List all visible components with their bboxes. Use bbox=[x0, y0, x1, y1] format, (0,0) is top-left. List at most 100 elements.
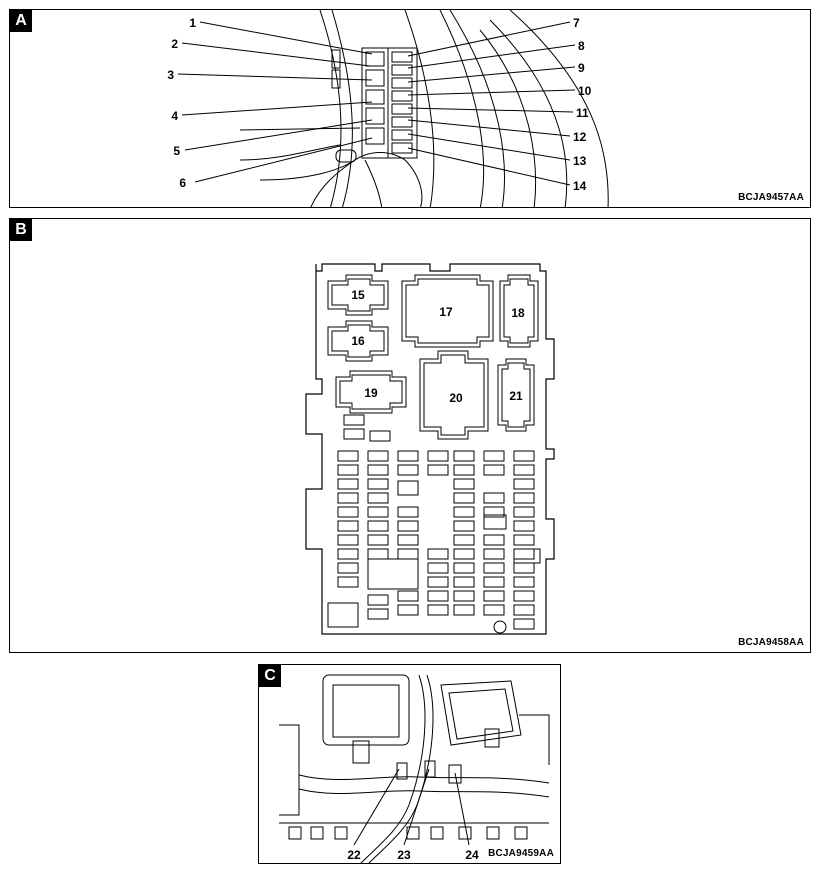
relay-21: 21 bbox=[509, 389, 523, 403]
callout-3: 3 bbox=[167, 68, 174, 82]
fuse-slot bbox=[367, 464, 389, 476]
fuse-slot bbox=[513, 520, 535, 532]
fuse-location-illustration-a: 1 2 3 4 5 6 7 8 9 10 11 12 13 14 bbox=[167, 10, 609, 207]
fuse-slot bbox=[483, 590, 505, 602]
fuse-slot bbox=[453, 548, 475, 560]
fuse-slot bbox=[337, 576, 359, 588]
fuse-slot bbox=[427, 576, 449, 588]
relay-15: 15 bbox=[351, 288, 365, 302]
relay-18: 18 bbox=[511, 306, 525, 320]
fuse-slot bbox=[397, 450, 419, 462]
relay-17: 17 bbox=[439, 305, 453, 319]
panel-c: C bbox=[258, 664, 561, 864]
fuse-slot bbox=[337, 478, 359, 490]
callout-14: 14 bbox=[573, 179, 587, 193]
fuse-slot bbox=[397, 604, 419, 616]
fuse-slot bbox=[513, 604, 535, 616]
fuse-slot bbox=[513, 576, 535, 588]
fuse-slot bbox=[397, 590, 419, 602]
relay-16: 16 bbox=[351, 334, 365, 348]
fuse-slot bbox=[367, 478, 389, 490]
callout-4: 4 bbox=[171, 109, 178, 123]
fuse-slot bbox=[513, 464, 535, 476]
panel-a: A bbox=[9, 9, 811, 208]
fuse-slot bbox=[337, 492, 359, 504]
callout-6: 6 bbox=[179, 176, 186, 190]
panel-a-letter: A bbox=[10, 10, 32, 32]
fuse-slot bbox=[453, 478, 475, 490]
fuse-slot bbox=[327, 602, 359, 628]
callout-7: 7 bbox=[573, 16, 580, 30]
fuse-slot bbox=[513, 548, 541, 564]
fuse-slot bbox=[453, 450, 475, 462]
callout-8: 8 bbox=[578, 39, 585, 53]
fuse-slot bbox=[427, 590, 449, 602]
fuse-slot bbox=[343, 428, 365, 440]
fuse-slot bbox=[453, 520, 475, 532]
fuse-slot bbox=[483, 604, 505, 616]
fuse-box-diagram-b: 15 16 17 18 19 20 21 bbox=[305, 263, 555, 635]
callout-23: 23 bbox=[397, 848, 411, 862]
fuse-slot bbox=[483, 464, 505, 476]
figure-code-c: BCJA9459AA bbox=[488, 848, 554, 859]
callout-2: 2 bbox=[171, 37, 178, 51]
fuse-slot bbox=[337, 548, 359, 560]
fuse-slot bbox=[483, 514, 507, 530]
fuse-slot bbox=[453, 464, 475, 476]
callout-11: 11 bbox=[576, 106, 589, 120]
fuse-slot bbox=[367, 608, 389, 620]
callout-5: 5 bbox=[173, 144, 180, 158]
fuse-slot bbox=[367, 520, 389, 532]
fuse-slot bbox=[367, 450, 389, 462]
fuse-slot bbox=[397, 506, 419, 518]
fuse-slot bbox=[453, 562, 475, 574]
fuse-slot bbox=[453, 492, 475, 504]
callout-13: 13 bbox=[573, 154, 587, 168]
panel-b-letter: B bbox=[10, 219, 32, 241]
callout-22: 22 bbox=[347, 848, 361, 862]
fuse-slot bbox=[483, 576, 505, 588]
fuse-slot bbox=[367, 492, 389, 504]
figure-code-b: BCJA9458AA bbox=[738, 637, 804, 648]
fuse-slot bbox=[513, 618, 535, 630]
fuse-slot bbox=[513, 450, 535, 462]
callout-24: 24 bbox=[465, 848, 479, 862]
panel-b: B bbox=[9, 218, 811, 653]
fuse-slot bbox=[483, 534, 505, 546]
callout-9: 9 bbox=[578, 61, 585, 75]
fuse-slot bbox=[483, 548, 505, 560]
fuse-slot bbox=[367, 534, 389, 546]
fuse-slot bbox=[337, 450, 359, 462]
fuse-slot bbox=[397, 464, 419, 476]
fuse-slot bbox=[453, 506, 475, 518]
callout-12: 12 bbox=[573, 130, 587, 144]
fuse-slot bbox=[513, 590, 535, 602]
fuse-slot bbox=[483, 562, 505, 574]
fuse-slot bbox=[453, 604, 475, 616]
fuse-slot bbox=[369, 430, 391, 442]
fuse-slot bbox=[337, 520, 359, 532]
fuse-slot bbox=[513, 562, 535, 574]
fuse-slot bbox=[513, 478, 535, 490]
fuse-slot bbox=[367, 558, 419, 590]
fuse-slot bbox=[337, 464, 359, 476]
panel-c-letter: C bbox=[259, 665, 281, 687]
relay-20: 20 bbox=[449, 391, 463, 405]
fuse-slot bbox=[427, 604, 449, 616]
fuse-slot bbox=[483, 450, 505, 462]
fuse-slot bbox=[427, 548, 449, 560]
photo-illustration-c: 22 23 24 bbox=[279, 674, 550, 863]
fuse-slot bbox=[427, 464, 449, 476]
fuse-slot bbox=[367, 548, 389, 560]
fuse-slot bbox=[427, 450, 449, 462]
fuse-slot bbox=[397, 534, 419, 546]
callout-10: 10 bbox=[578, 84, 592, 98]
fuse-slot bbox=[513, 548, 535, 560]
relay-19: 19 bbox=[364, 386, 378, 400]
fuse-slot bbox=[513, 506, 535, 518]
fuse-slot bbox=[453, 576, 475, 588]
fuse-slot bbox=[343, 414, 365, 426]
fuse-slot bbox=[397, 520, 419, 532]
fuse-grid bbox=[327, 414, 541, 630]
fuse-slot bbox=[483, 506, 505, 518]
